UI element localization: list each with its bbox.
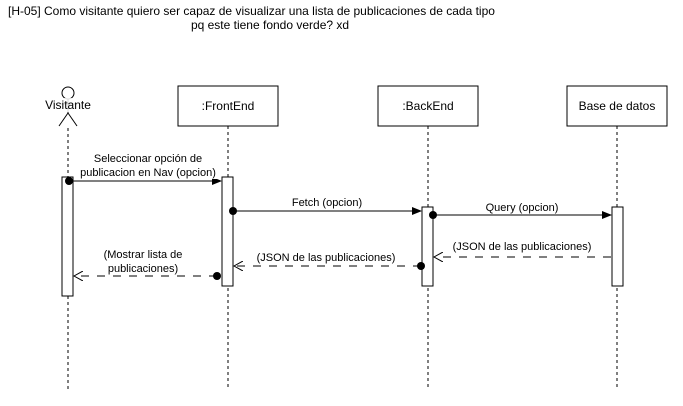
message-label: publicacion en Nav (opcion)	[80, 167, 216, 179]
participant-visitante: Visitante	[42, 86, 94, 390]
participant-label: Base de datos	[579, 99, 656, 113]
participant-label: :BackEnd	[402, 99, 453, 113]
label-background	[254, 252, 398, 264]
label-background	[105, 263, 181, 275]
message-label: Fetch (opcion)	[292, 197, 362, 209]
message-return-backend: (JSON de las publicaciones)	[234, 252, 425, 270]
title-line-1: [H-05] Como visitante quiero ser capaz d…	[8, 4, 495, 18]
message-return-db: (JSON de las publicaciones)	[434, 241, 611, 257]
message-label: (JSON de las publicaciones)	[257, 252, 396, 264]
activation-bar	[61, 176, 74, 297]
label-background	[289, 197, 365, 209]
label-background	[101, 249, 185, 261]
activation-bar	[221, 176, 234, 287]
title-line-2: pq este tiene fondo verde? xd	[190, 18, 350, 32]
participant-box	[566, 85, 668, 127]
actor-icon	[58, 86, 78, 127]
label-background	[78, 167, 218, 179]
actor-label-bg	[42, 98, 94, 112]
label-background	[483, 202, 561, 214]
label-background	[91, 153, 205, 165]
participant-frontend: :FrontEnd	[177, 85, 279, 390]
participant-box	[177, 85, 279, 127]
participant-backend: :BackEnd	[377, 85, 479, 390]
participant-db: Base de datos	[566, 85, 668, 390]
message-label: (JSON de las publicaciones)	[453, 241, 592, 253]
message-label: Query (opcion)	[486, 202, 559, 214]
message-label: publicaciones)	[108, 263, 178, 275]
participant-label: :FrontEnd	[202, 99, 255, 113]
activation-bar	[421, 206, 434, 287]
label-background	[450, 241, 594, 253]
message-return-frontend: (Mostrar lista de publicaciones)	[74, 249, 221, 280]
message-fetch: Fetch (opcion)	[229, 197, 422, 215]
participant-label: Visitante	[45, 98, 91, 112]
activation-bar	[611, 206, 624, 287]
message-label: (Mostrar lista de	[104, 249, 183, 261]
message-label: Seleccionar opción de	[94, 153, 202, 165]
message-select-option: Seleccionar opción de publicacion en Nav…	[65, 153, 222, 185]
message-query: Query (opcion)	[429, 202, 612, 219]
